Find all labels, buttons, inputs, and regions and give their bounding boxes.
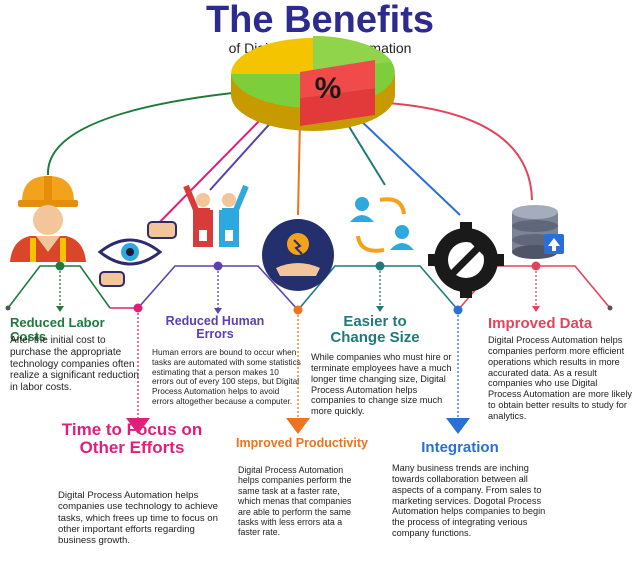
integration-heading: Integration	[421, 439, 499, 456]
pie-chart	[231, 35, 395, 131]
size-heading: Easier to Change Size	[330, 313, 420, 346]
connector-errors	[209, 117, 276, 191]
idea-hand-icon	[262, 219, 334, 291]
arrow-focus	[126, 418, 150, 434]
dot-errors	[213, 261, 223, 271]
size-text: While companies who must hire or termina…	[311, 352, 452, 417]
productivity-text: Digital Process Automation helps compani…	[238, 465, 352, 538]
dot-labor	[55, 261, 65, 271]
connector-labor	[46, 89, 263, 176]
people-swap-icon	[350, 197, 414, 253]
dot-focus	[133, 303, 143, 313]
labor-heading: Reduced Labor Costs	[10, 315, 105, 344]
focus-heading: Time to Focus on Other Efforts	[61, 420, 203, 457]
connector-size	[344, 119, 386, 186]
gear-arrow-icon	[428, 222, 504, 298]
data-text: Digital Process Automation helps compani…	[488, 335, 632, 422]
productivity-heading: Improved Productivity	[236, 436, 368, 450]
dot-size	[375, 261, 385, 271]
connector-focus	[149, 111, 269, 233]
people-icon	[183, 184, 249, 247]
focus-text: Digital Process Automation helps compani…	[58, 490, 218, 547]
dot-integ	[453, 305, 463, 315]
connector-prod	[297, 119, 301, 216]
worker-icon	[10, 176, 86, 262]
arrow-integ	[446, 418, 470, 434]
connector-data	[371, 101, 533, 201]
errors-text: Human errors are bound to occur when tas…	[152, 347, 301, 406]
page-title: The Benefits	[205, 0, 435, 41]
integration-text: Many business trends are inching towards…	[392, 463, 546, 539]
errors-heading: Reduced Human Errors	[165, 314, 265, 342]
data-heading: Improved Data	[488, 315, 593, 332]
database-icon	[512, 205, 564, 259]
eye-hands-icon	[97, 221, 177, 287]
percent-symbol: %	[315, 72, 342, 105]
labor-text: After the initial cost to purchase the a…	[10, 335, 139, 394]
dot-prod	[293, 305, 303, 315]
arrow-prod	[286, 418, 310, 434]
connector-integ	[357, 117, 461, 216]
dot-data	[531, 261, 541, 271]
